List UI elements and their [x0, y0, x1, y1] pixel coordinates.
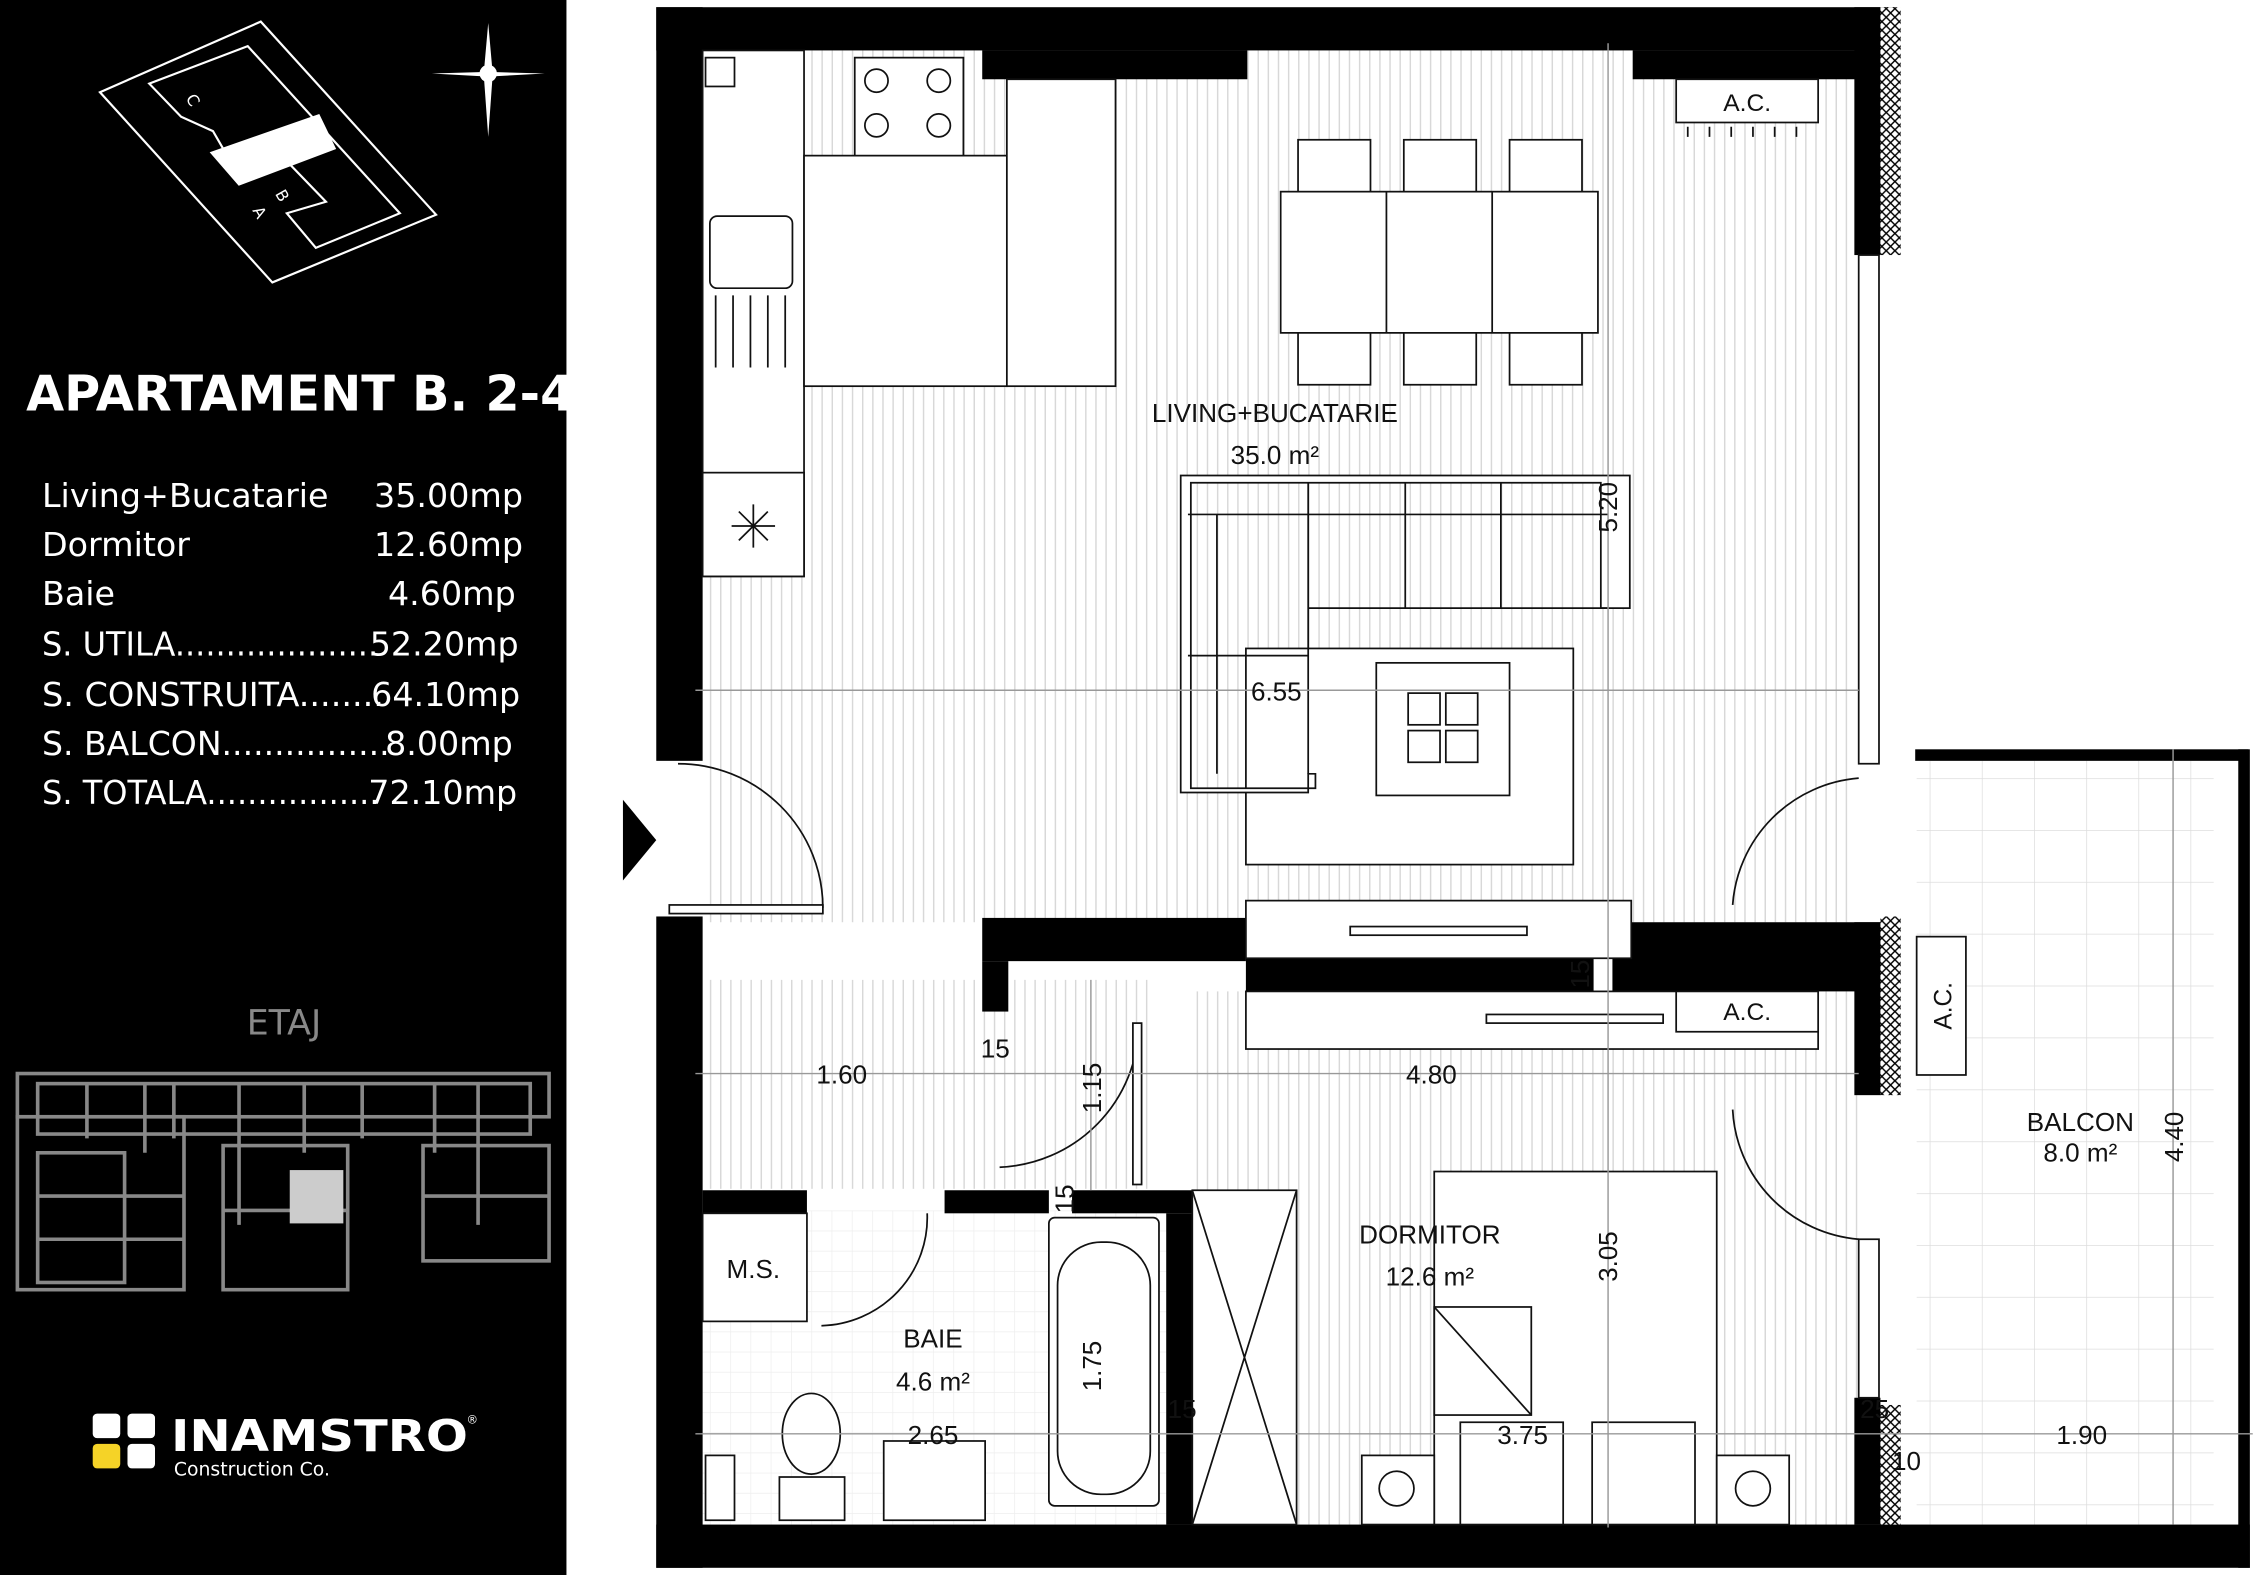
- floor-label: ETAJ: [247, 1004, 322, 1044]
- dimension-label: 3.75: [1497, 1420, 1548, 1450]
- hallway-floor: [702, 979, 1152, 1189]
- apartment-title: APARTAMENT B. 2-4: [26, 365, 574, 423]
- ac-unit-balcony: A.C.: [1915, 935, 1967, 1076]
- window: [1857, 1238, 1880, 1399]
- window: [1857, 254, 1880, 765]
- area-value: 35.00mp: [374, 476, 523, 515]
- living-balcony-door[interactable]: [1731, 777, 1859, 906]
- bathroom-area: 4.6 m²: [896, 1367, 970, 1397]
- entrance-arrow-icon: [622, 799, 657, 881]
- dimension-label: 15: [1049, 1184, 1079, 1213]
- storage-label: M.S.: [727, 1254, 781, 1284]
- dimension-label: 10: [1892, 1446, 1921, 1476]
- company-logo: INAMSTRO ® Construction Co.: [92, 1412, 478, 1481]
- area-table: Living+Bucatarie 35.00mp Dormitor 12.60m…: [42, 476, 523, 812]
- room-labels: LIVING+BUCATARIE 35.0 m² DORMITOR 12.6 m…: [727, 398, 2134, 1396]
- nightstand: [1715, 1454, 1791, 1526]
- dimension-label: 15: [981, 1034, 1010, 1064]
- bedroom-balcony-door[interactable]: [1731, 1109, 1859, 1241]
- sidebar: C B A APARTAMENT B. 2-4 Living+Bucatarie…: [0, 0, 574, 1575]
- kitchen: [701, 49, 1117, 578]
- dimension-label: 1.90: [2056, 1420, 2107, 1450]
- coffee-table: [1375, 661, 1511, 797]
- area-value: 72.10mp: [368, 773, 517, 812]
- dimension-label: 1.75: [1077, 1341, 1107, 1391]
- living-name: LIVING+BUCATARIE: [1152, 398, 1398, 428]
- dimension-labels: 6.55 5.20 1.60 15 1.15 4.80 15 15 1.75 1…: [816, 482, 2189, 1476]
- washbasin: [882, 1440, 986, 1522]
- dimension-label: 15: [1565, 960, 1595, 989]
- logo-name: INAMSTRO: [171, 1412, 468, 1462]
- bed: [1360, 1170, 1791, 1526]
- dimension-label: 1.15: [1077, 1063, 1107, 1113]
- area-value: 52.20mp: [370, 625, 519, 664]
- area-name: Dormitor: [42, 525, 190, 564]
- cooktop-icon: [853, 56, 965, 157]
- ac-label: A.C.: [1723, 90, 1771, 117]
- dimension-label: 15: [1168, 1394, 1197, 1424]
- bedroom-name: DORMITOR: [1359, 1220, 1500, 1250]
- ac-label: A.C.: [1930, 982, 1957, 1030]
- dimension-label: 4.40: [2159, 1112, 2189, 1162]
- sofa: [1179, 474, 1631, 866]
- area-value: 64.10mp: [371, 675, 520, 714]
- storage-door[interactable]: [821, 1213, 929, 1327]
- sink-icon: [709, 215, 794, 290]
- dimension-label: 6.55: [1251, 676, 1302, 706]
- logo-accent-square: [92, 1443, 121, 1469]
- logo-tagline: Construction Co.: [174, 1460, 330, 1481]
- walls: [656, 7, 2250, 1568]
- bathroom-door[interactable]: [999, 1022, 1143, 1186]
- area-name: Baie: [42, 574, 115, 613]
- dining-table: [1279, 138, 1599, 386]
- living-area: 35.0 m²: [1231, 440, 1320, 470]
- dimension-label: 1.60: [816, 1060, 867, 1090]
- nightstand: [1360, 1454, 1436, 1526]
- area-value: 12.60mp: [374, 525, 523, 564]
- registered-mark: ®: [466, 1413, 478, 1427]
- fan-icon: [731, 504, 776, 548]
- area-name: S. CONSTRUITA........: [42, 675, 384, 714]
- ac-unit-bedroom: A.C.: [1675, 990, 1820, 1033]
- compass-icon: [431, 23, 545, 137]
- dimension-label: 4.80: [1406, 1060, 1457, 1090]
- dimension-label: 2.65: [908, 1420, 959, 1450]
- balcony-name: BALCON: [2027, 1107, 2134, 1137]
- area-name: Living+Bucatarie: [42, 476, 329, 515]
- dimension-label: 25: [1860, 1394, 1889, 1424]
- washing-machine: [704, 1454, 736, 1522]
- ac-label: A.C.: [1723, 999, 1771, 1026]
- entrance-door[interactable]: [668, 762, 824, 915]
- area-name: S. UTILA....................: [42, 625, 378, 664]
- area-value: 8.00mp: [385, 724, 513, 763]
- dimension-lines: [695, 43, 2253, 1528]
- boiler-icon: [704, 56, 736, 88]
- area-value: 4.60mp: [388, 574, 516, 613]
- balcony-floor: [1916, 760, 2214, 1525]
- dimension-label: 5.20: [1593, 482, 1623, 532]
- bathroom-name: BAIE: [903, 1323, 962, 1353]
- area-name: S. BALCON................: [42, 724, 390, 763]
- balcony-area: 8.0 m²: [2043, 1138, 2117, 1168]
- storage-closet: [701, 1212, 808, 1323]
- floor-key-plan: [15, 1071, 551, 1292]
- apartment-plan: A.C. A.C. A.C.: [622, 7, 2253, 1568]
- bathroom-fixtures: [701, 1189, 1298, 1526]
- bedroom-area: 12.6 m²: [1386, 1261, 1475, 1291]
- dimension-label: 3.05: [1593, 1231, 1623, 1281]
- ac-unit-living: A.C.: [1675, 78, 1820, 137]
- area-name: S. TOTALA.................: [42, 773, 380, 812]
